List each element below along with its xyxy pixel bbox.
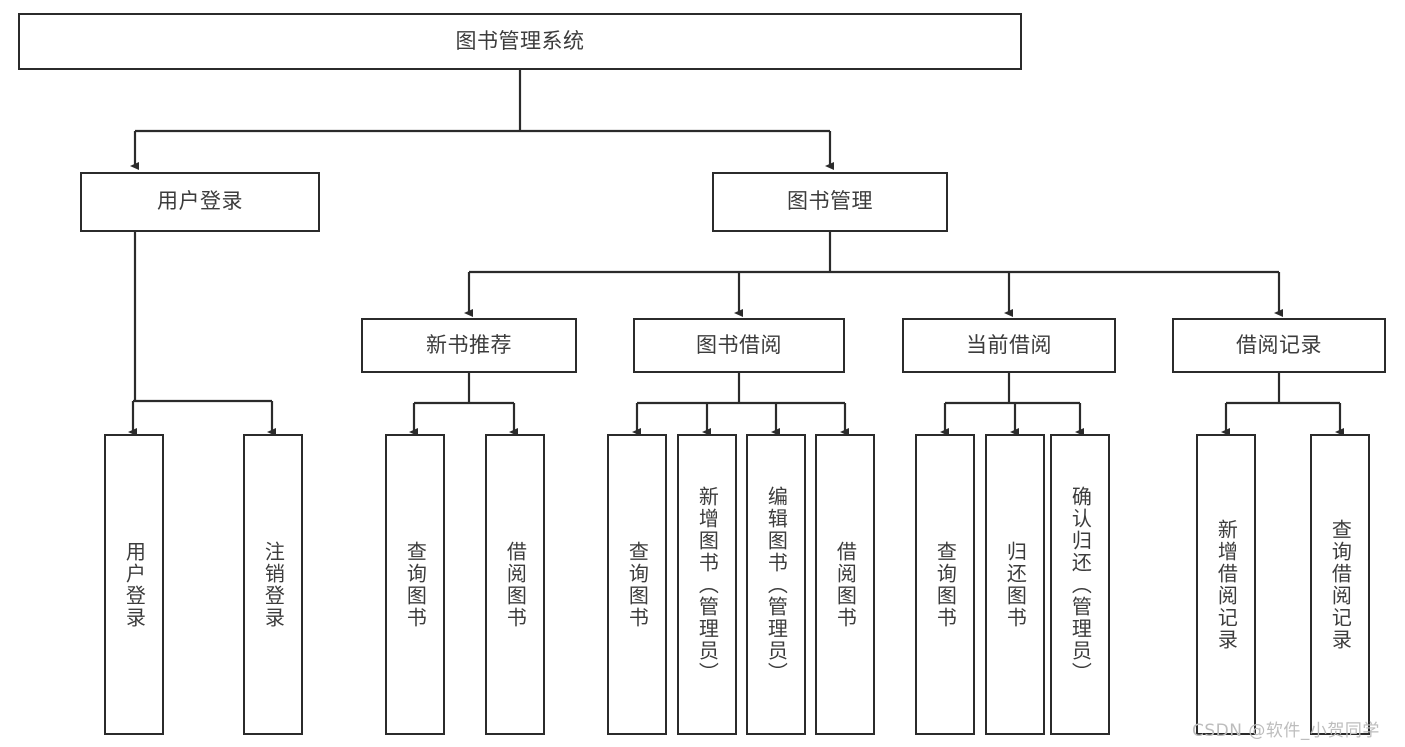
node-new-book-recommend-label: 新书推荐 bbox=[426, 332, 512, 357]
node-leaf-return-book[interactable]: 归还图书 bbox=[985, 434, 1045, 735]
node-leaf-add-book-label: 新增图书（管理员） bbox=[695, 485, 720, 684]
node-leaf-logout-login-label: 注销登录 bbox=[261, 540, 286, 629]
node-leaf-query-record-label: 查询借阅记录 bbox=[1328, 518, 1353, 651]
node-leaf-borrow-book-2-label: 借阅图书 bbox=[833, 540, 858, 629]
node-leaf-borrow-book-2[interactable]: 借阅图书 bbox=[815, 434, 875, 735]
node-leaf-return-book-label: 归还图书 bbox=[1003, 540, 1028, 629]
node-leaf-borrow-book-1[interactable]: 借阅图书 bbox=[485, 434, 545, 735]
node-leaf-confirm-return[interactable]: 确认归还（管理员） bbox=[1050, 434, 1110, 735]
node-leaf-edit-book[interactable]: 编辑图书（管理员） bbox=[746, 434, 806, 735]
node-borrow-record-label: 借阅记录 bbox=[1236, 332, 1322, 357]
node-leaf-user-login[interactable]: 用户登录 bbox=[104, 434, 164, 735]
node-root[interactable]: 图书管理系统 bbox=[18, 13, 1022, 70]
node-leaf-query-book-1[interactable]: 查询图书 bbox=[385, 434, 445, 735]
node-leaf-logout-login[interactable]: 注销登录 bbox=[243, 434, 303, 735]
csdn-watermark: CSDN @软件_小贺同学 bbox=[1192, 721, 1380, 741]
node-user-login[interactable]: 用户登录 bbox=[80, 172, 320, 232]
node-leaf-query-book-3-label: 查询图书 bbox=[933, 540, 958, 629]
node-user-login-label: 用户登录 bbox=[157, 189, 243, 214]
node-leaf-add-record[interactable]: 新增借阅记录 bbox=[1196, 434, 1256, 735]
node-leaf-query-book-3[interactable]: 查询图书 bbox=[915, 434, 975, 735]
node-leaf-confirm-return-label: 确认归还（管理员） bbox=[1068, 485, 1093, 684]
node-book-borrow-label: 图书借阅 bbox=[696, 332, 782, 357]
node-leaf-query-book-2[interactable]: 查询图书 bbox=[607, 434, 667, 735]
node-root-label: 图书管理系统 bbox=[455, 28, 585, 53]
node-new-book-recommend[interactable]: 新书推荐 bbox=[361, 318, 577, 373]
node-book-management[interactable]: 图书管理 bbox=[712, 172, 948, 232]
node-leaf-borrow-book-1-label: 借阅图书 bbox=[503, 540, 528, 629]
node-leaf-edit-book-label: 编辑图书（管理员） bbox=[764, 485, 789, 684]
node-leaf-query-record[interactable]: 查询借阅记录 bbox=[1310, 434, 1370, 735]
node-leaf-user-login-label: 用户登录 bbox=[122, 540, 147, 629]
node-book-management-label: 图书管理 bbox=[787, 189, 873, 214]
node-leaf-query-book-1-label: 查询图书 bbox=[403, 540, 428, 629]
node-book-borrow[interactable]: 图书借阅 bbox=[633, 318, 845, 373]
node-borrow-record[interactable]: 借阅记录 bbox=[1172, 318, 1386, 373]
node-current-borrow[interactable]: 当前借阅 bbox=[902, 318, 1116, 373]
node-leaf-add-book[interactable]: 新增图书（管理员） bbox=[677, 434, 737, 735]
node-leaf-query-book-2-label: 查询图书 bbox=[625, 540, 650, 629]
node-leaf-add-record-label: 新增借阅记录 bbox=[1214, 518, 1239, 651]
node-current-borrow-label: 当前借阅 bbox=[966, 332, 1052, 357]
